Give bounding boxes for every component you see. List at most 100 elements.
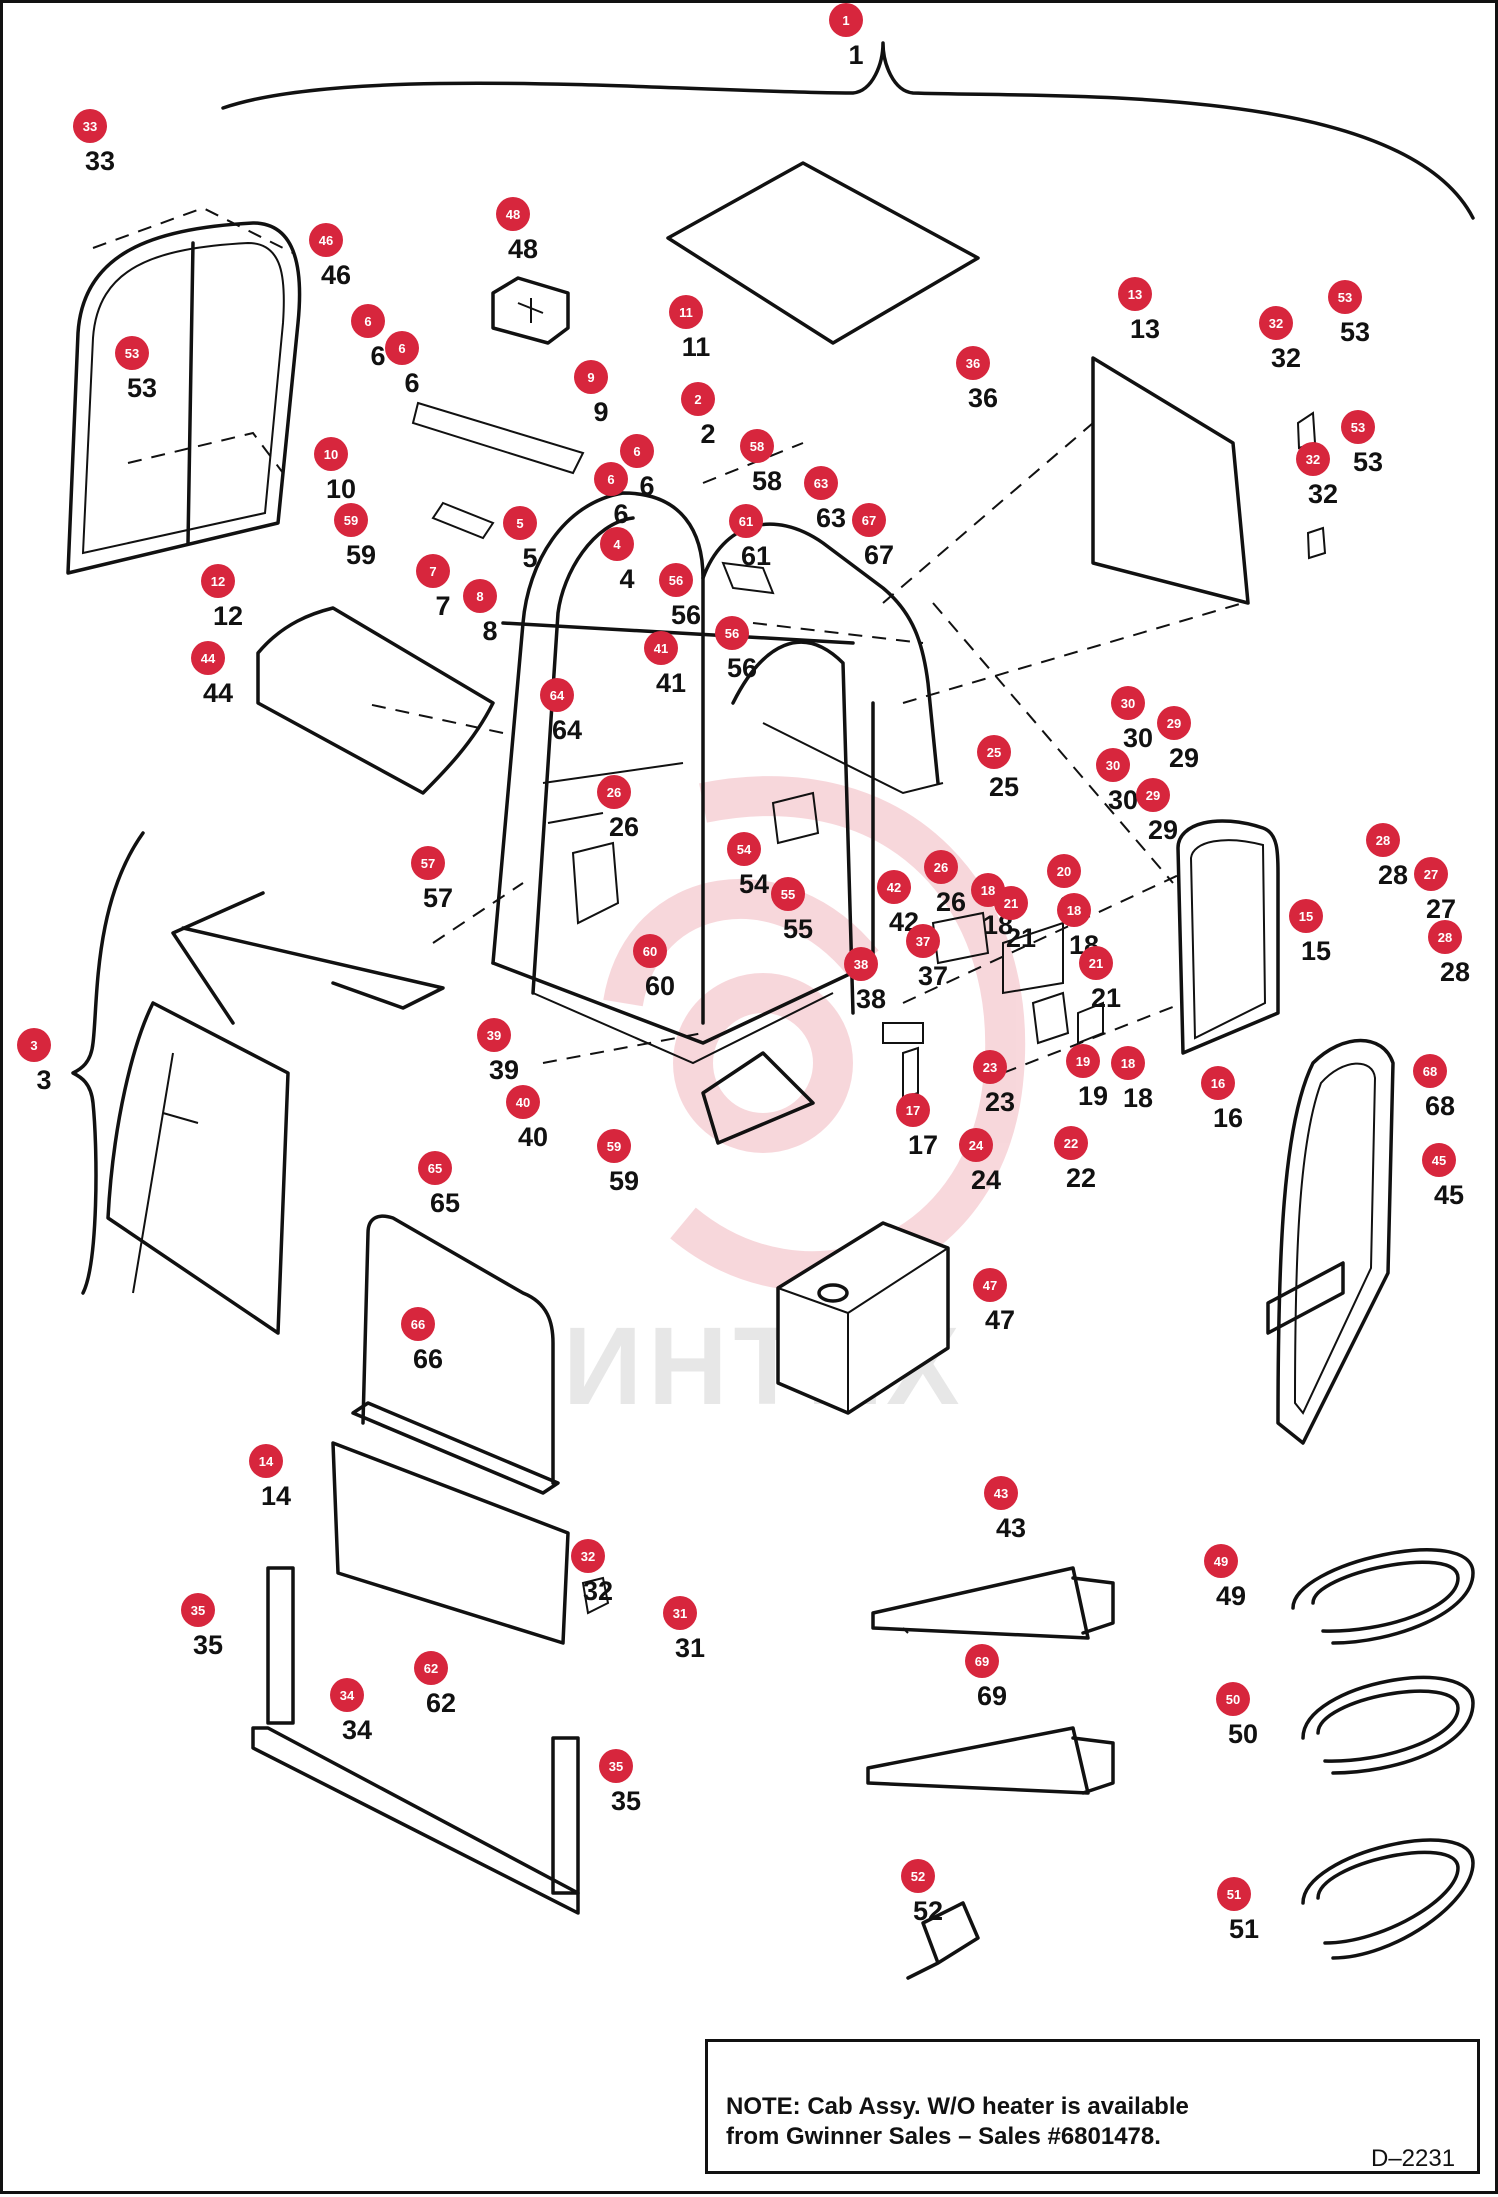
part-number-label: 12	[213, 601, 243, 631]
callout-number: 58	[750, 439, 764, 454]
part-number-label: 58	[752, 466, 782, 496]
part-number-label: 53	[127, 373, 157, 403]
part-number-label: 13	[1130, 314, 1160, 344]
part-number-label: 66	[413, 1344, 443, 1374]
door-brace	[71, 831, 145, 1295]
callout-number: 6	[364, 314, 371, 329]
side-door-glass-frame	[1176, 819, 1280, 1055]
sun-visor	[256, 606, 495, 795]
part-number-label: 25	[989, 772, 1019, 802]
drawing-id: D–2231	[1371, 2145, 1456, 2172]
part-number-label: 56	[727, 653, 757, 683]
part-number-label: 16	[1213, 1103, 1243, 1133]
part-number-label: 35	[193, 1630, 223, 1660]
callout-number: 36	[966, 356, 980, 371]
callout-2: 22	[681, 382, 716, 449]
part-number-label: 57	[423, 883, 453, 913]
part-number-label: 29	[1169, 743, 1199, 773]
part-number-label: 21	[1006, 923, 1036, 953]
callout-number: 63	[814, 476, 828, 491]
callout-number: 28	[1376, 833, 1390, 848]
base-bar	[251, 1726, 580, 1915]
right-door-inner	[1293, 1062, 1377, 1415]
callout-number: 23	[983, 1060, 997, 1075]
callout-marker	[620, 434, 654, 468]
part-number-label: 40	[518, 1122, 548, 1152]
callout-marker	[1066, 1044, 1100, 1078]
left-strip	[266, 1566, 295, 1725]
callout-number: 6	[633, 444, 640, 459]
callout-25: 25 25	[977, 735, 1019, 802]
part-number-label: 49	[1216, 1581, 1246, 1611]
part-number-label: 39	[489, 1055, 519, 1085]
part-number-label: 50	[1228, 1719, 1258, 1749]
part-number-label: 32	[1308, 479, 1338, 509]
callout-number: 26	[607, 785, 621, 800]
callout-number: 25	[987, 745, 1001, 760]
fluid-tank	[776, 1221, 950, 1415]
part-number-label: 1	[848, 40, 863, 70]
callout-number: 68	[1423, 1064, 1437, 1079]
callout-marker	[924, 850, 958, 884]
callout-number: 55	[781, 887, 795, 902]
roof-panel	[666, 161, 980, 345]
callout-marker	[574, 360, 608, 394]
callout-number: 5	[516, 516, 523, 531]
callout-number: 27	[1424, 867, 1438, 882]
part-number-label: 4	[619, 564, 634, 594]
callout-marker	[959, 1128, 993, 1162]
drain-plug	[906, 1901, 980, 1980]
window-leader	[92, 206, 294, 474]
callout-marker	[1422, 1143, 1456, 1177]
part-number-label: 60	[645, 971, 675, 1001]
callout-number: 6	[607, 472, 614, 487]
callout-marker	[1096, 748, 1130, 782]
callout-marker	[463, 579, 497, 613]
part-number-label: 33	[85, 146, 115, 176]
exploded-cab-drawing: 1133334646484811115353666699221010665858…	[17, 3, 1475, 1980]
callout-marker	[1217, 1877, 1251, 1911]
callout-marker	[385, 331, 419, 365]
callout-marker	[401, 1307, 435, 1341]
callout-marker	[314, 437, 348, 471]
callout-marker	[599, 1749, 633, 1783]
callout-marker	[597, 775, 631, 809]
callout-number: 53	[1351, 420, 1365, 435]
part-number-label: 22	[1066, 1163, 1096, 1193]
seal-coil-2	[1301, 1675, 1475, 1775]
callout-marker	[727, 832, 761, 866]
note-text: NOTE: Cab Assy. W/O heater is available …	[726, 2092, 1189, 2152]
part-number-label: 3	[36, 1065, 51, 1095]
callout-number: 59	[344, 513, 358, 528]
callout-marker	[115, 336, 149, 370]
callout-marker	[804, 466, 838, 500]
callout-number: 37	[916, 934, 930, 949]
callout-number: 53	[125, 346, 139, 361]
callout-number: 14	[259, 1454, 274, 1469]
callout-number: 21	[1004, 896, 1018, 911]
part-number-label: 5	[522, 543, 537, 573]
note-box: NOTE: Cab Assy. W/O heater is available …	[705, 2039, 1480, 2174]
seal-strip	[351, 1401, 560, 1495]
part-number-label: 15	[1301, 936, 1331, 966]
